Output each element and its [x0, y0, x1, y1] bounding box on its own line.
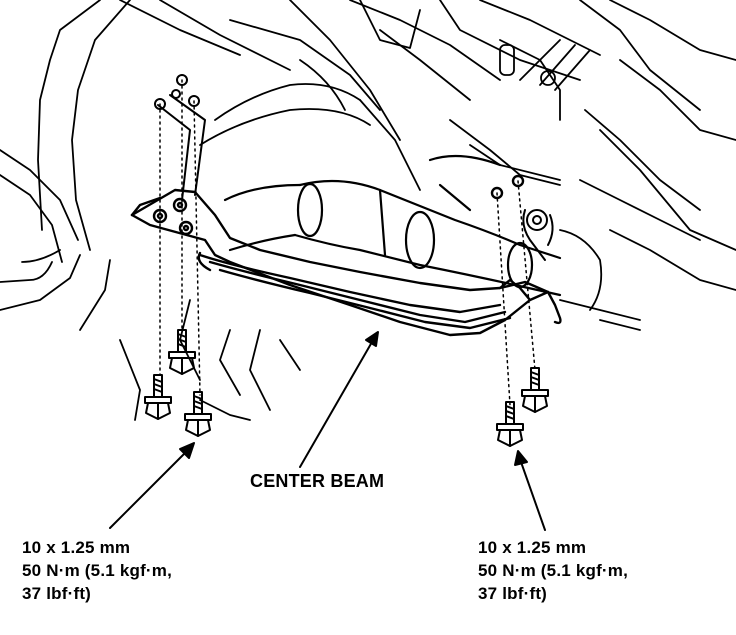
right-bolts [496, 367, 549, 447]
exhaust-pipe [223, 154, 562, 297]
right-bolt-torque-nm: 50 N·m (5.1 kgf·m, [478, 561, 629, 580]
leader-arrows [109, 331, 546, 531]
left-mount-bracket [154, 74, 206, 201]
right-bolt-torque-lbf: 37 lbf·ft) [478, 584, 548, 603]
exhaust-hanger [522, 209, 554, 261]
left-bolts [144, 329, 212, 437]
center-beam [130, 174, 562, 337]
right-bolt-spec: 10 x 1.25 mm 50 N·m (5.1 kgf·m, 37 lbf·f… [478, 536, 628, 605]
center-beam-label: CENTER BEAM [250, 471, 385, 491]
underbody-background [0, 0, 736, 421]
left-bolt-torque-nm: 50 N·m (5.1 kgf·m, [22, 561, 173, 580]
left-bolt-torque-lbf: 37 lbf·ft) [22, 584, 92, 603]
left-bolt-size: 10 x 1.25 mm [22, 538, 131, 557]
left-bolt-spec: 10 x 1.25 mm 50 N·m (5.1 kgf·m, 37 lbf·f… [22, 536, 172, 605]
bolt-guide-lines [159, 79, 536, 406]
right-bolt-size: 10 x 1.25 mm [478, 538, 587, 557]
